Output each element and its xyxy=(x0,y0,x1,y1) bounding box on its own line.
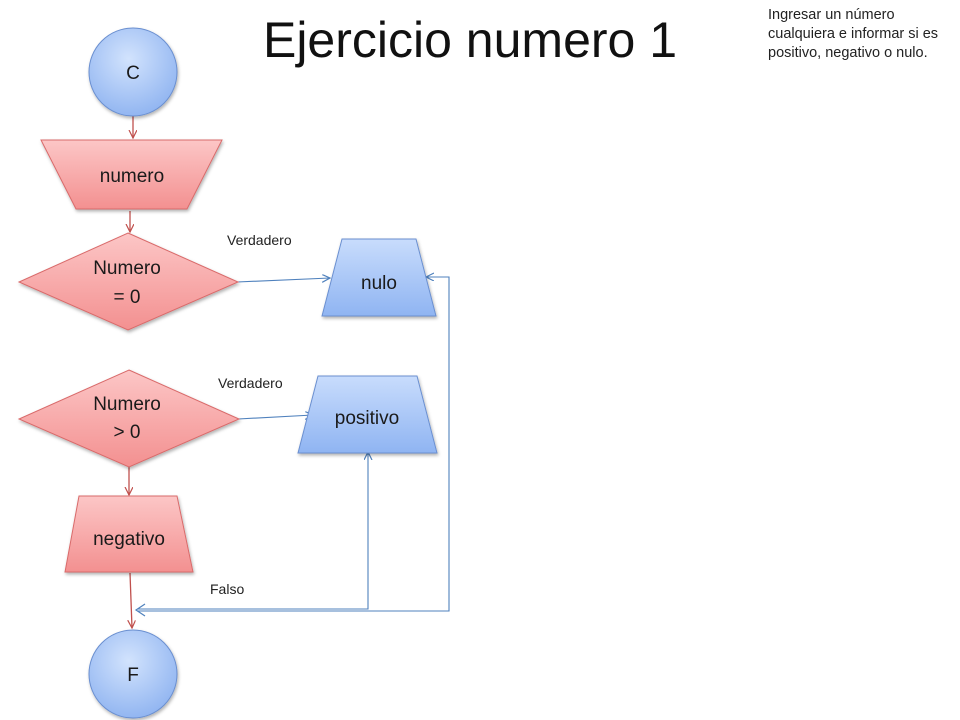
end-terminator: F xyxy=(88,629,178,719)
edges-branches xyxy=(134,277,450,617)
output-positivo: positivo xyxy=(297,375,438,454)
decision-greater-than-zero: Numero > 0 xyxy=(17,369,241,468)
edge-negativo-to-end xyxy=(130,572,132,628)
edge-label-true-1: Verdadero xyxy=(227,232,292,248)
positivo-label: positivo xyxy=(335,408,399,429)
decision1-line1: Numero xyxy=(93,258,161,279)
edges-main-flow xyxy=(129,116,133,628)
start-terminator: C xyxy=(88,27,178,117)
edge-label-true-2: Verdadero xyxy=(218,375,283,391)
edge-label-false: Falso xyxy=(210,581,244,597)
page-title: Ejercicio numero 1 xyxy=(262,12,678,68)
output-negativo: negativo xyxy=(64,495,194,573)
edge-decision1-true-to-nulo xyxy=(236,278,330,282)
edge-decision2-true-to-positivo xyxy=(237,415,313,419)
negativo-label: negativo xyxy=(93,529,165,550)
output-nulo: nulo xyxy=(321,238,437,317)
decision2-line2: > 0 xyxy=(114,422,141,443)
edge-nulo-return xyxy=(137,277,450,612)
decision1-line2: = 0 xyxy=(114,287,141,308)
end-label: F xyxy=(127,665,139,686)
start-label: C xyxy=(126,63,140,84)
edge-merge-arrowhead xyxy=(134,603,146,617)
input-node: numero xyxy=(40,139,223,210)
nulo-label: nulo xyxy=(361,273,397,294)
decision2-line1: Numero xyxy=(93,394,161,415)
decision-equals-zero: Numero = 0 xyxy=(17,232,240,331)
edge-positivo-return xyxy=(137,452,368,610)
input-label: numero xyxy=(100,166,164,187)
exercise-description: Ingresar un número cualquiera e informar… xyxy=(768,7,939,61)
